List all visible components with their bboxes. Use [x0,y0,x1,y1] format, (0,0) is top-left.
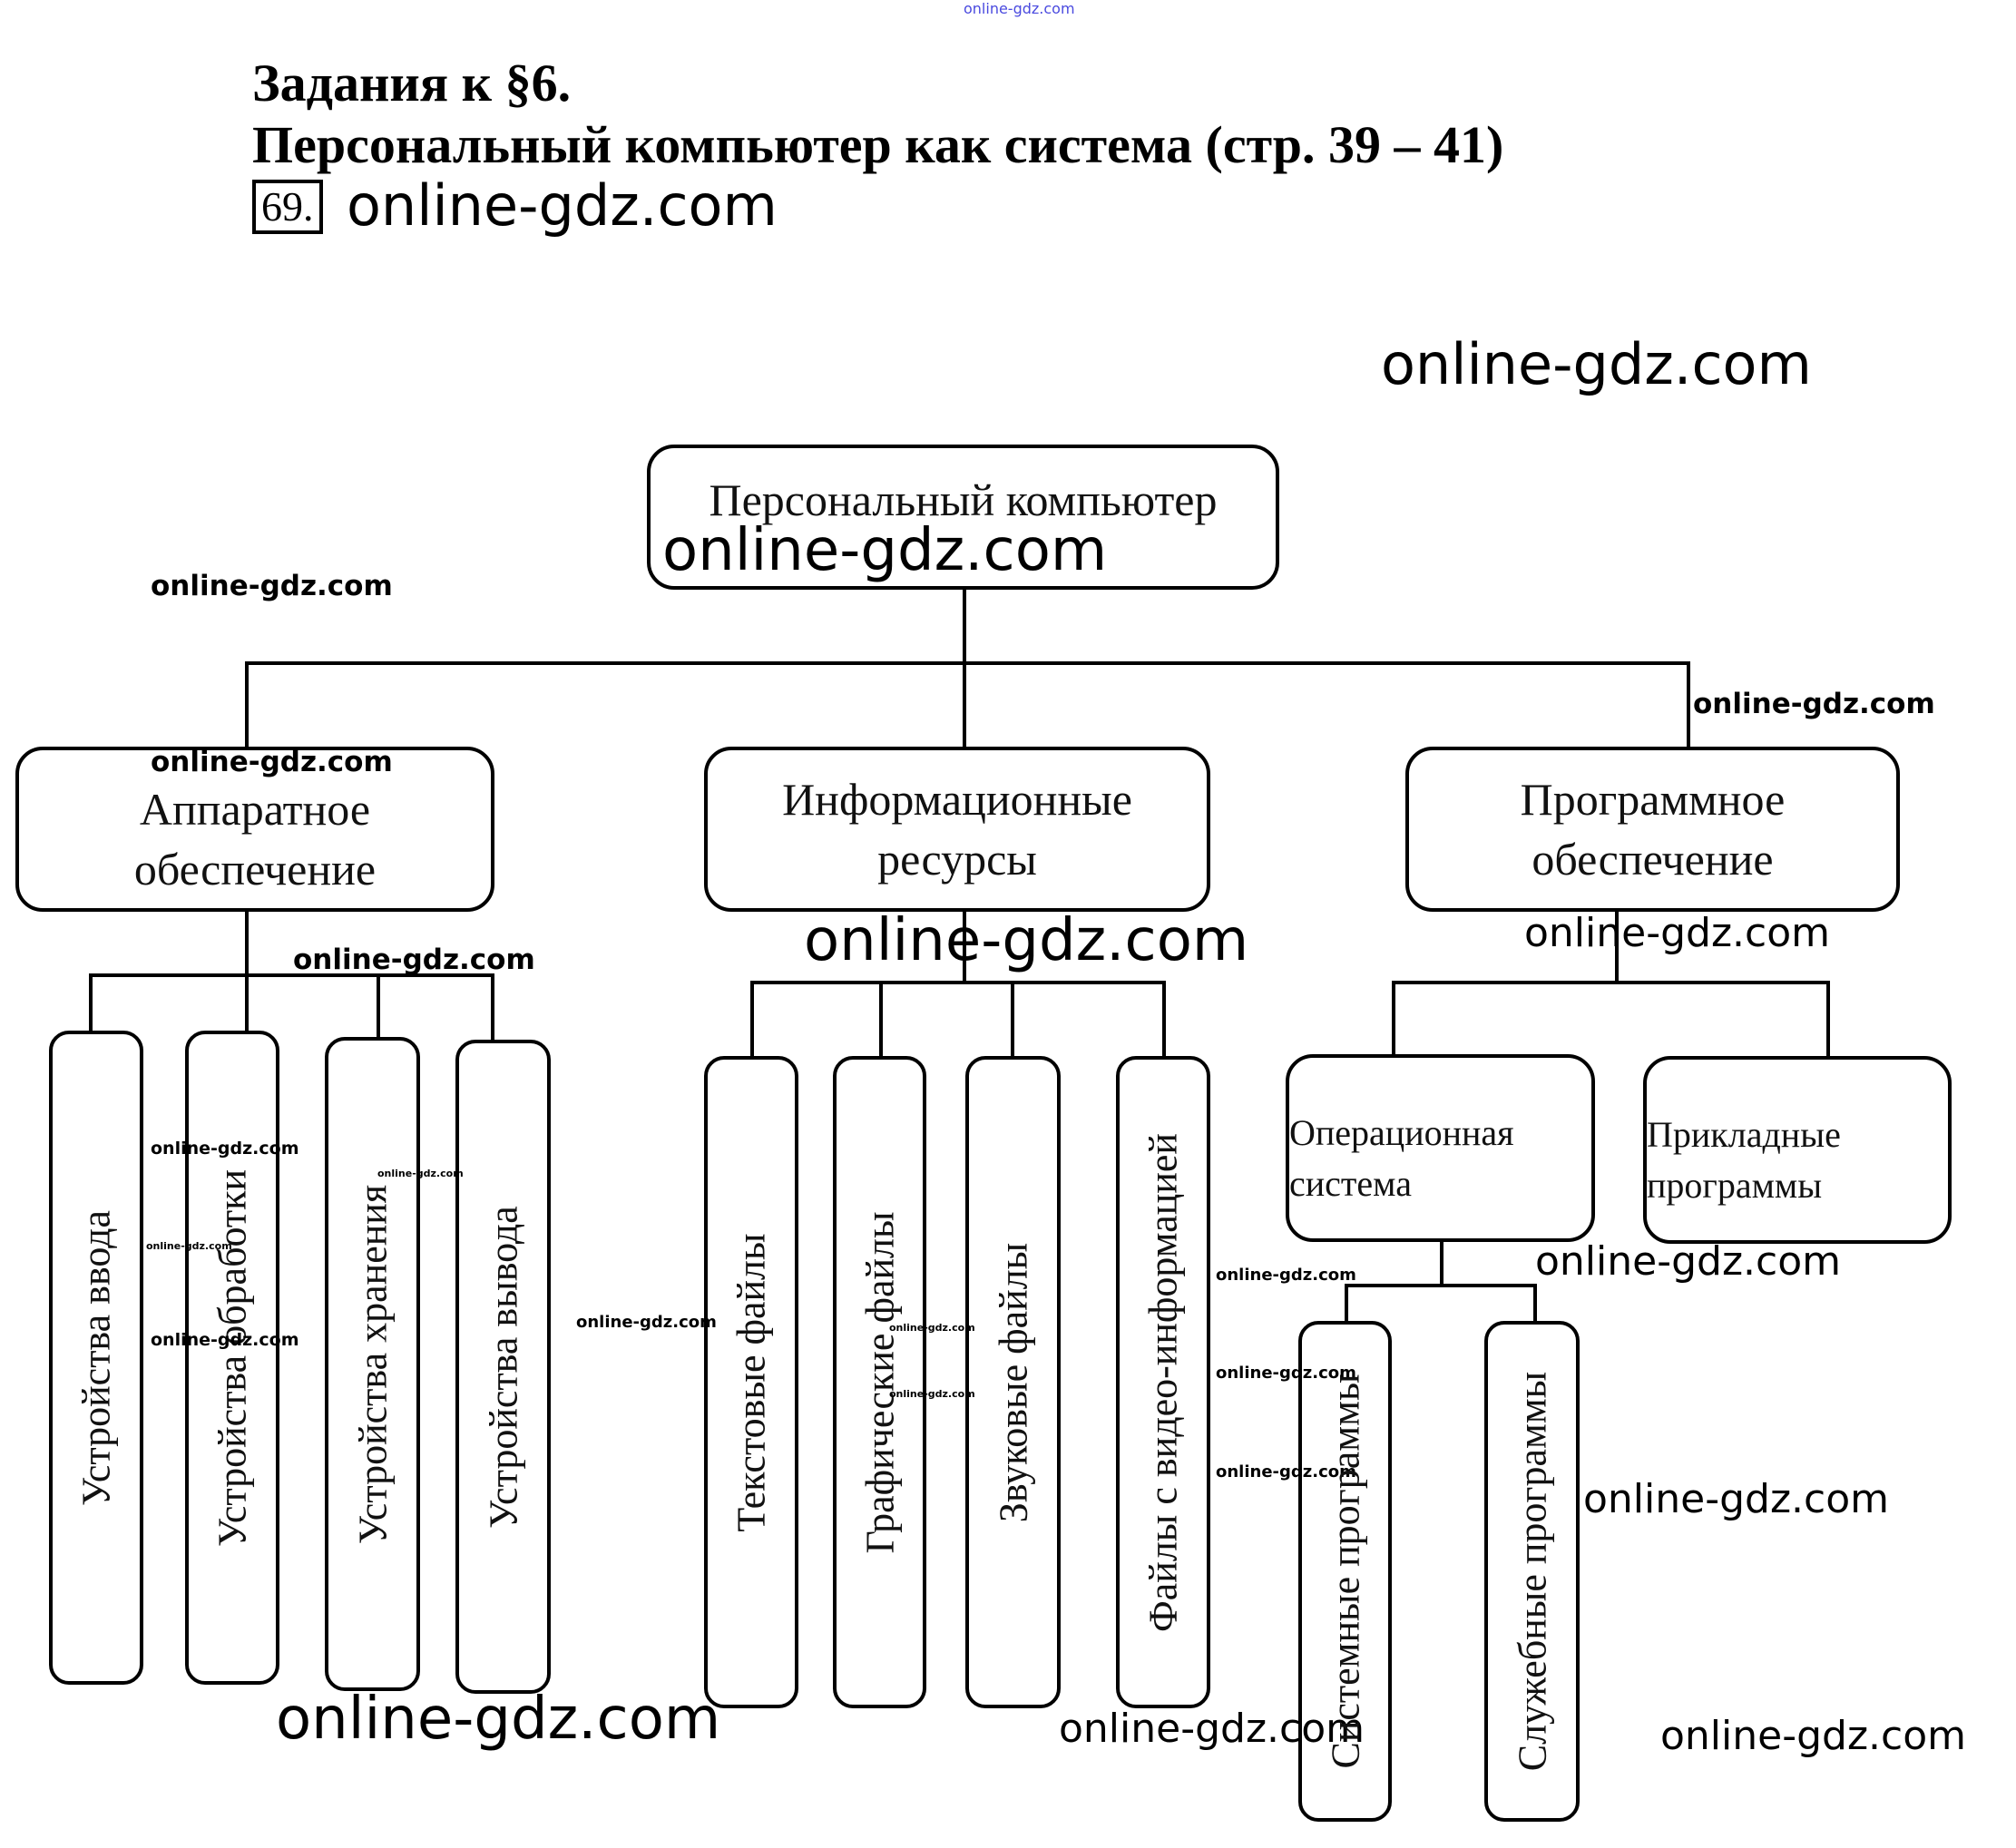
watermark: online-gdz.com [347,172,778,239]
applications-node: Прикладные программы [1643,1056,1952,1244]
watermark: online-gdz.com [146,1240,232,1252]
hardware-leaf: Устройства вывода [455,1040,551,1694]
software-node: Программное обеспечение [1405,747,1900,912]
os-label-line2: система [1289,1162,1412,1204]
watermark: online-gdz.com [151,1139,299,1159]
os-leaf-label: Системные программы [1323,1374,1367,1769]
info-leaf: Графические файлы [833,1056,926,1708]
info-label-line2: ресурсы [877,834,1037,885]
watermark: online-gdz.com [1583,1476,1890,1522]
root-label: Персональный компьютер [709,474,1218,525]
connector [963,590,966,747]
task-number-badge: 69. [252,180,323,234]
connector [1345,1284,1537,1287]
watermark: online-gdz.com [151,746,393,778]
os-leaf: Системные программы [1298,1321,1392,1822]
hardware-node: Аппаратное обеспечение [15,747,494,912]
watermark: online-gdz.com [662,517,1108,584]
connector [750,981,1166,984]
watermark: online-gdz.com [1216,1462,1356,1481]
info-leaf-label: Файлы с видео-информацией [1140,1132,1186,1632]
connector [1345,1284,1348,1321]
connector [1440,1242,1443,1286]
os-node: Операционная система [1286,1054,1595,1242]
connector [879,981,883,1056]
connector [377,973,380,1037]
hardware-leaf-label: Устройства хранения [350,1184,395,1544]
hardware-leaf: Устройства ввода [49,1031,143,1685]
info-resources-node: Информационные ресурсы [704,747,1210,912]
connector [1011,981,1014,1056]
watermark: online-gdz.com [1693,688,1935,720]
connector [245,912,249,1031]
connector [1687,661,1690,747]
connector [1826,981,1830,1056]
watermark: online-gdz.com [151,1330,299,1350]
watermark-top: online-gdz.com [964,0,1075,17]
connector [1615,912,1619,983]
watermark: online-gdz.com [804,907,1249,974]
os-leaf-label: Служебные программы [1510,1371,1554,1772]
watermark: online-gdz.com [1381,331,1812,397]
connector [245,661,1690,665]
info-leaf: Текстовые файлы [704,1056,798,1708]
info-leaf-label: Текстовые файлы [729,1232,774,1532]
apps-label-line1: Прикладные [1647,1113,1841,1155]
watermark: online-gdz.com [293,944,535,976]
connector [1392,981,1395,1054]
watermark: online-gdz.com [1660,1713,1967,1759]
connector [963,912,966,983]
hardware-leaf-label: Устройства вывода [481,1205,525,1529]
watermark: online-gdz.com [576,1313,717,1332]
watermark: online-gdz.com [1059,1706,1365,1752]
os-label-line1: Операционная [1289,1111,1514,1153]
software-label-line1: Программное [1520,774,1786,825]
watermark: online-gdz.com [377,1168,464,1179]
connector [1162,981,1166,1056]
info-leaf-label: Звуковые файлы [991,1242,1035,1522]
connector [1533,1284,1537,1321]
connector [1392,981,1830,984]
connector [245,661,249,747]
root-node: Персональный компьютер [647,445,1279,590]
connector [491,973,494,1040]
apps-label-line2: программы [1647,1164,1823,1206]
hardware-leaf-label: Устройства обработки [210,1168,255,1547]
connector [89,973,494,977]
watermark: online-gdz.com [889,1388,975,1400]
hardware-leaf-label: Устройства ввода [73,1209,119,1506]
info-leaf-label: Графические файлы [857,1210,902,1554]
watermark: online-gdz.com [889,1322,975,1334]
watermark: online-gdz.com [1535,1238,1842,1285]
connector [89,973,93,1031]
info-leaf: Файлы с видео-информацией [1116,1056,1210,1708]
software-label-line2: обеспечение [1532,834,1774,885]
watermark: online-gdz.com [1216,1266,1356,1285]
section-title: Задания к §6. [252,54,572,112]
hardware-leaf: Устройства обработки [185,1031,279,1685]
connector [750,981,754,1056]
page-subtitle: Персональный компьютер как система (стр.… [252,115,1504,174]
watermark: online-gdz.com [1524,910,1831,956]
watermark: online-gdz.com [151,570,393,602]
hardware-label-line1: Аппаратное [139,784,371,835]
info-leaf: Звуковые файлы [965,1056,1061,1708]
hardware-leaf: Устройства хранения [325,1037,420,1691]
info-label-line1: Информационные [782,774,1132,825]
os-leaf: Служебные программы [1484,1321,1580,1822]
watermark: online-gdz.com [276,1686,721,1753]
hardware-label-line2: обеспечение [133,844,377,895]
watermark: online-gdz.com [1216,1364,1356,1383]
